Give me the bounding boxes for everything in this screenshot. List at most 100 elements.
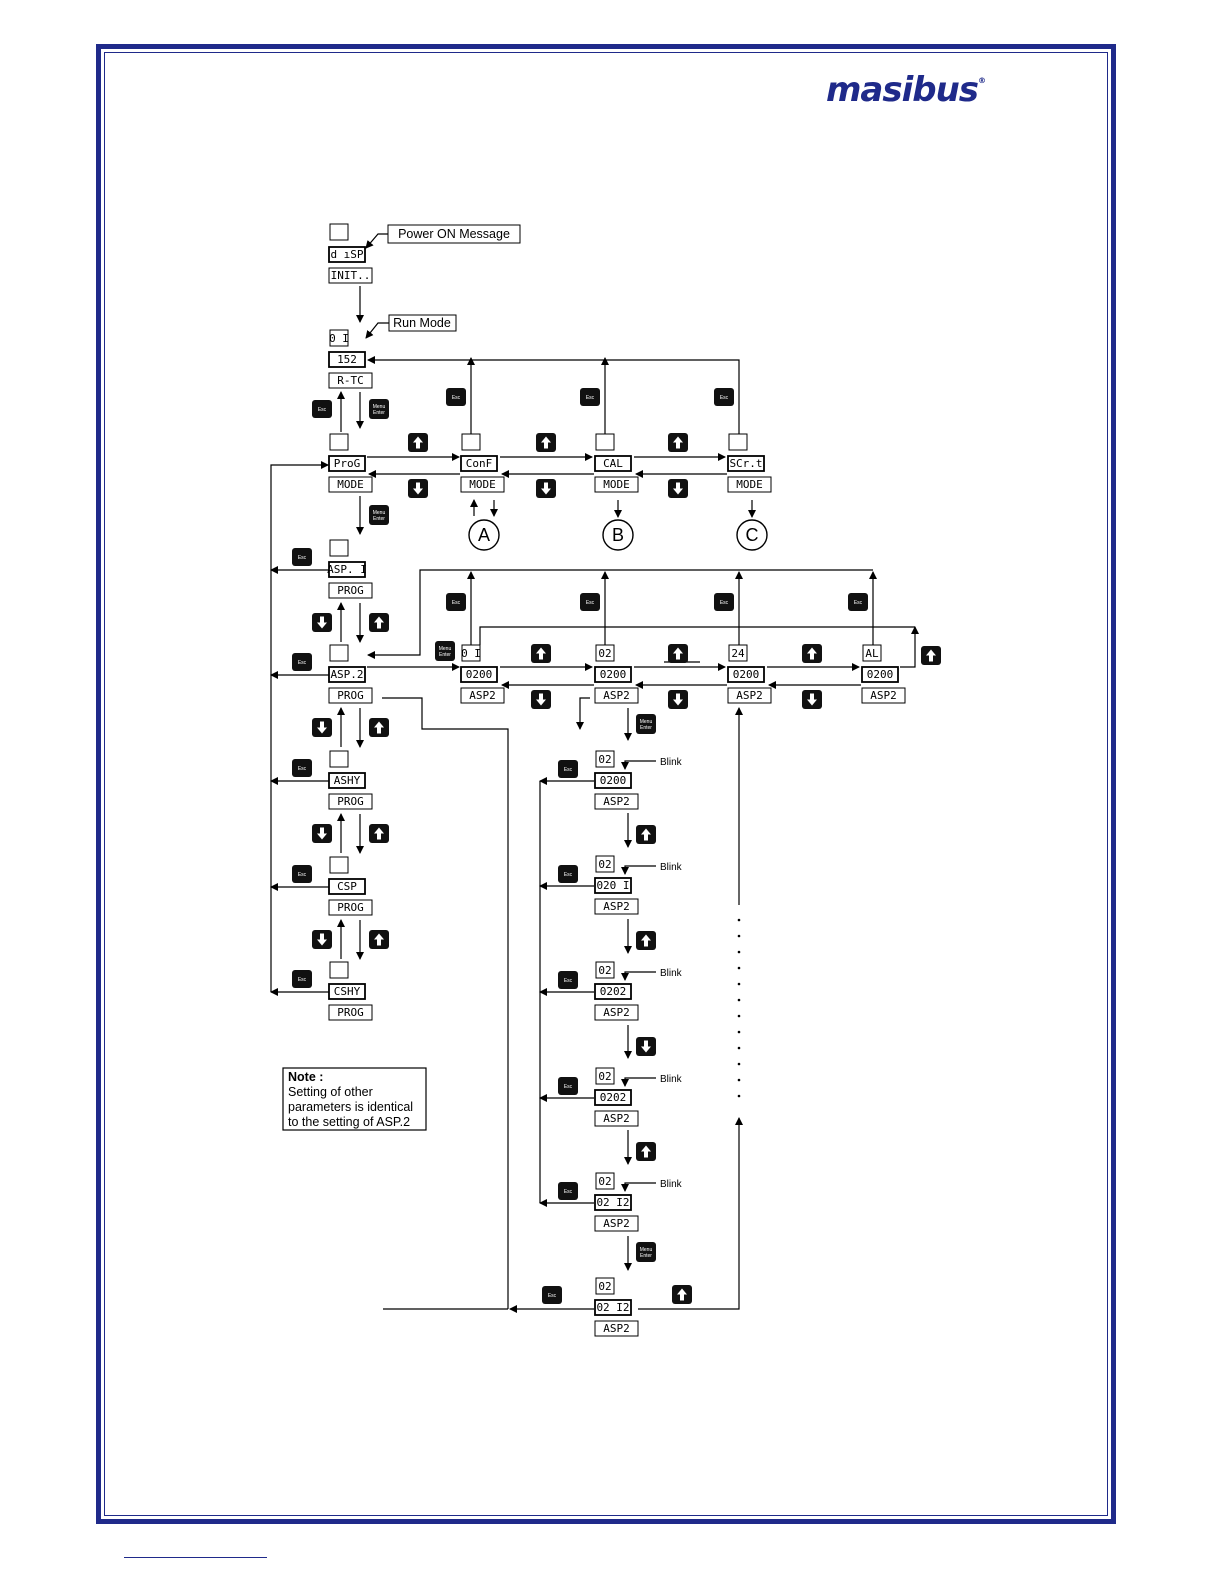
esc-key-body	[558, 1182, 578, 1200]
enter-key-label: Enter	[373, 410, 385, 416]
down-arrow-icon	[641, 1040, 651, 1053]
page-inner-border	[104, 52, 1108, 1516]
blink-key-4	[636, 1142, 656, 1161]
run-mode-label: Run Mode	[393, 316, 451, 330]
continuation-dot	[737, 998, 741, 1002]
param-3-mid-frame	[328, 878, 366, 895]
up-arrow-icon	[413, 436, 423, 449]
blink-key-2	[636, 931, 656, 950]
run-display-bot-text: R-TC	[337, 374, 364, 387]
param-3-bot-text: PROG	[337, 901, 364, 914]
asp2-step-3-top-frame	[862, 644, 882, 662]
param-1-mid-frame	[328, 666, 366, 683]
up-arrow-icon	[641, 828, 651, 841]
param-0-mid-text: ASP. I	[327, 563, 367, 576]
note-line-0: Setting of other	[288, 1085, 373, 1099]
power-on-pointer	[365, 233, 388, 249]
up-arrow-icon	[926, 649, 936, 662]
cal-display-mid-frame	[594, 455, 632, 472]
down-arrow-icon	[317, 827, 327, 840]
continuation-dot	[737, 918, 741, 922]
scrt-display-mid: SCr.t	[727, 455, 765, 472]
down-arrow-icon	[807, 693, 817, 706]
up-key-s3	[802, 644, 822, 663]
esc-key-body	[558, 760, 578, 778]
blink-5-top-frame	[595, 1277, 615, 1295]
up-key-prog	[408, 433, 428, 452]
up-key-param-0	[369, 613, 389, 632]
param-2-top	[329, 750, 349, 768]
blink-5-mid-text: 02 I2	[596, 1301, 629, 1314]
registered-mark: ®	[978, 76, 986, 85]
param-3-mid-text: CSP	[337, 880, 357, 893]
continuation-dot	[737, 982, 741, 986]
blink-0-bot-frame	[594, 793, 639, 810]
esc-key-body	[446, 388, 466, 406]
step2-back-line	[576, 697, 590, 730]
param-0-top-frame	[329, 539, 349, 557]
down-arrow-icon	[541, 482, 551, 495]
esc-key-param-3: Esc	[292, 865, 312, 883]
param-1-mid: ASP.2	[328, 666, 366, 683]
enter-key-label: Enter	[640, 725, 652, 731]
blink-0-label: Blink	[660, 757, 683, 768]
menu-key-label: Menu	[640, 1247, 653, 1253]
up-key-final	[672, 1285, 692, 1304]
prog-display-top-frame	[329, 433, 349, 451]
esc-key-label: Esc	[548, 1293, 557, 1299]
display-init: INIT..	[328, 267, 373, 284]
blink-key-3	[636, 1037, 656, 1056]
param-1-top-frame	[329, 644, 349, 662]
power-on-callout	[387, 224, 521, 244]
continuation-dot	[737, 966, 741, 970]
asp2-step-2-bot-text: ASP2	[736, 689, 763, 702]
blink-1-mid: 020 I	[594, 877, 632, 894]
asp2-step-0-mid-text: 0200	[466, 668, 493, 681]
power-box-frame	[329, 223, 349, 241]
run-mode-pointer	[365, 322, 389, 339]
blink-5-top-text: 02	[598, 1280, 611, 1293]
up-key-param-1	[369, 718, 389, 737]
esc-key-label: Esc	[298, 977, 307, 983]
prog-display-mid-text: ProG	[334, 457, 361, 470]
prog-display-bot: MODE	[328, 476, 373, 493]
up-arrow-icon	[374, 827, 384, 840]
param-4-bot-text: PROG	[337, 1006, 364, 1019]
asp2-step-3-mid-frame	[861, 666, 899, 683]
up-arrow-icon	[374, 933, 384, 946]
asp2-step-3-mid: 0200	[861, 666, 899, 683]
asp2-step-1-bot-frame	[594, 687, 639, 704]
param-4-top-frame	[329, 961, 349, 979]
run-display-bot: R-TC	[328, 372, 373, 389]
blink-1-pointer	[621, 865, 656, 875]
blink-4-label: Blink	[660, 1179, 683, 1190]
asp2-step-3-mid-text: 0200	[867, 668, 894, 681]
conf-display-bot-frame	[460, 476, 505, 493]
esc-key-param-4: Esc	[292, 970, 312, 988]
blink-4-mid-frame	[594, 1194, 632, 1211]
conf-display-top-frame	[461, 433, 481, 451]
down-key-cal	[668, 479, 688, 498]
asp2-step-1-mid: 0200	[594, 666, 632, 683]
asp2-step-1-bot-text: ASP2	[603, 689, 630, 702]
up-arrow-icon	[673, 647, 683, 660]
blink-1-bot-frame	[594, 898, 639, 915]
blink-2-mid-text: 0202	[600, 985, 627, 998]
param-0-bot-text: PROG	[337, 584, 364, 597]
esc-key-body	[292, 653, 312, 671]
display-init-text: INIT..	[331, 269, 371, 282]
esc-key-body	[580, 388, 600, 406]
blink-0-mid: 0200	[594, 772, 632, 789]
asp2-step-2-mid: 0200	[727, 666, 765, 683]
menu-key-label: Menu	[373, 510, 386, 516]
param-1-bot-text: PROG	[337, 689, 364, 702]
blink-0-mid-text: 0200	[600, 774, 627, 787]
conf-display-bot: MODE	[460, 476, 505, 493]
blink-1-bot: ASP2	[594, 898, 639, 915]
blink-3-bot: ASP2	[594, 1110, 639, 1127]
param-2-bot-frame	[328, 793, 373, 810]
param-4-top	[329, 961, 349, 979]
esc-key-label: Esc	[452, 600, 461, 606]
param-0-mid: ASP. I	[327, 561, 367, 578]
final-up-line	[638, 1117, 743, 1310]
